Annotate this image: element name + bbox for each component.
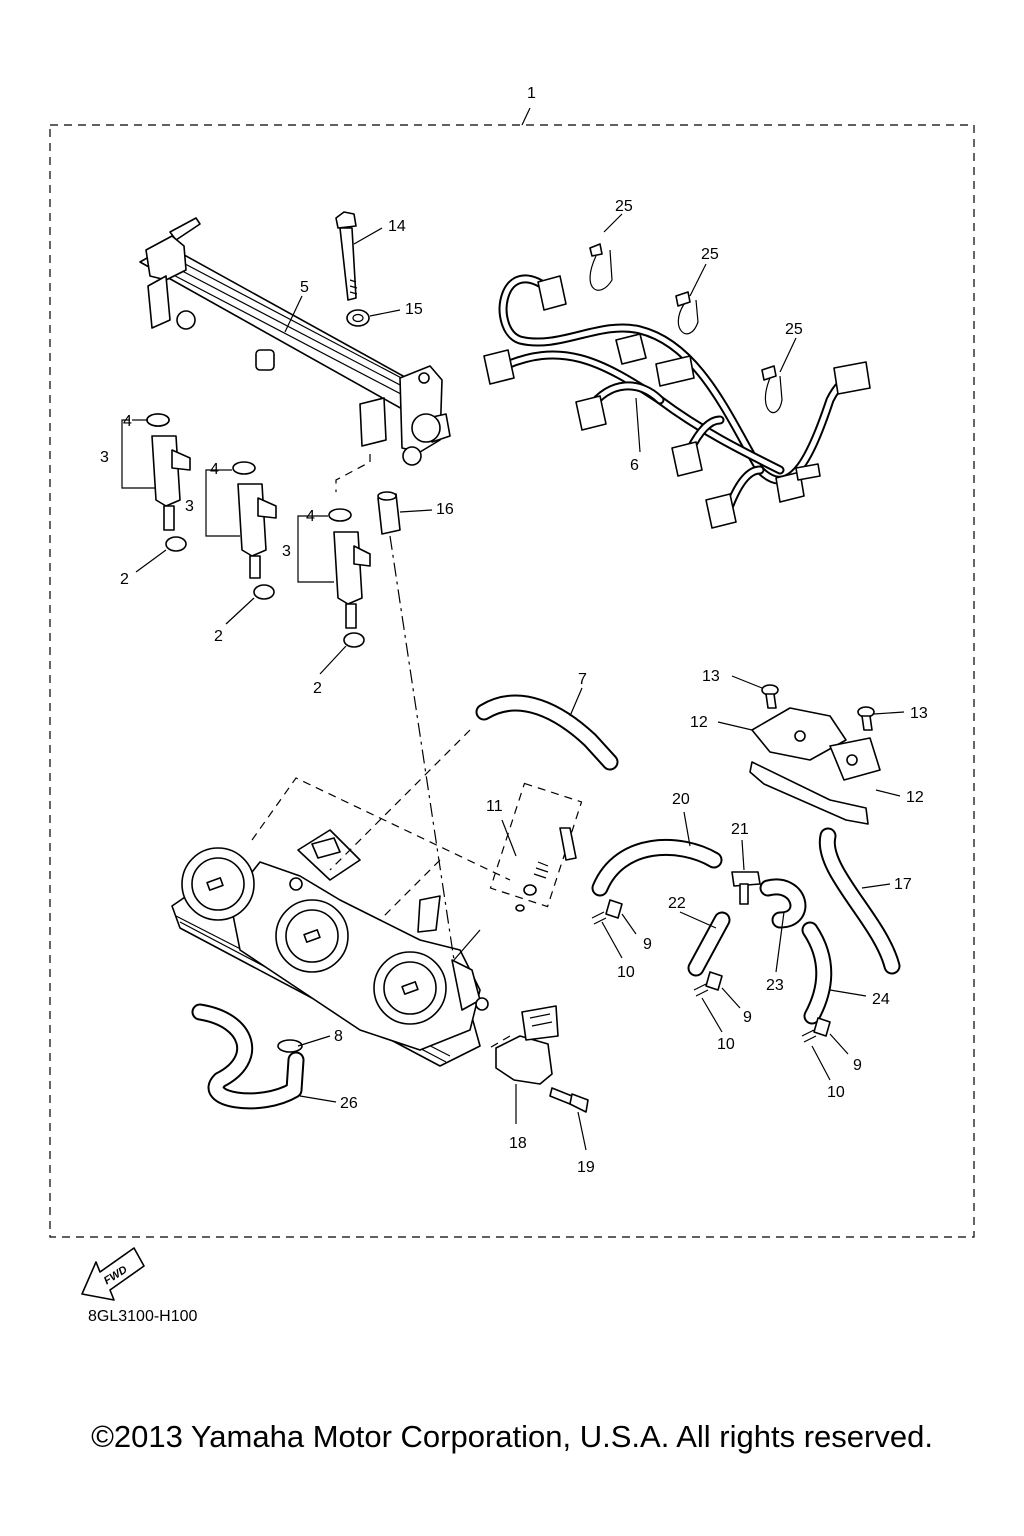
- callout-10b: 10: [717, 1036, 735, 1053]
- callout-7: 7: [578, 671, 587, 688]
- callout-4a: 4: [123, 413, 132, 430]
- bracket-12[interactable]: [749, 707, 881, 825]
- callout-13b: 13: [910, 705, 928, 722]
- washer-15[interactable]: [346, 309, 370, 327]
- callout-12b: 12: [906, 789, 924, 806]
- hose-17[interactable]: [818, 827, 901, 975]
- callout-25c: 25: [785, 321, 803, 338]
- clip-25c[interactable]: [761, 365, 783, 414]
- hose-7[interactable]: [475, 694, 619, 771]
- callout-10a: 10: [617, 964, 635, 981]
- seal-2c[interactable]: [343, 632, 365, 648]
- callout-3a: 3: [100, 449, 109, 466]
- callout-14: 14: [388, 218, 406, 235]
- callout-3b: 3: [185, 498, 194, 515]
- sensor-18[interactable]: [495, 1005, 559, 1085]
- callout-12a: 12: [690, 714, 708, 731]
- fwd-arrow-icon: FWD: [81, 1247, 145, 1301]
- fuel-rail[interactable]: [139, 217, 451, 466]
- injector-b[interactable]: [232, 461, 277, 579]
- callout-10c: 10: [827, 1084, 845, 1101]
- callout-15: 15: [405, 301, 423, 318]
- leader-lines: [132, 213, 905, 1151]
- injector-a[interactable]: [146, 413, 191, 531]
- callout-21: 21: [731, 821, 749, 838]
- callout-26: 26: [340, 1095, 358, 1112]
- callout-9b: 9: [743, 1009, 752, 1026]
- callout-4b: 4: [210, 461, 219, 478]
- callout-6: 6: [630, 457, 639, 474]
- wire-harness[interactable]: [483, 274, 871, 529]
- callout-16: 16: [436, 501, 454, 518]
- hose-23[interactable]: [759, 878, 807, 929]
- callout-18: 18: [509, 1135, 527, 1152]
- callout-20: 20: [672, 791, 690, 808]
- callout-1: 1: [527, 85, 536, 102]
- clip-10a[interactable]: [591, 911, 607, 925]
- hose-22[interactable]: [687, 911, 731, 977]
- callout-2c: 2: [313, 680, 322, 697]
- seal-2b[interactable]: [253, 584, 275, 600]
- hose-26[interactable]: [191, 1003, 305, 1110]
- callout-2a: 2: [120, 571, 129, 588]
- joint-21[interactable]: [731, 871, 761, 905]
- cap-9c[interactable]: [813, 1017, 831, 1037]
- callout-9c: 9: [853, 1057, 862, 1074]
- hose-20[interactable]: [591, 838, 723, 897]
- bolt-13b[interactable]: [857, 706, 875, 731]
- callout-17: 17: [894, 876, 912, 893]
- callout-9a: 9: [643, 936, 652, 953]
- callout-19: 19: [577, 1159, 595, 1176]
- assembly-boundary: [49, 124, 975, 1238]
- cap-9b[interactable]: [705, 971, 723, 991]
- callout-23: 23: [766, 977, 784, 994]
- hose-24[interactable]: [801, 921, 833, 1025]
- clamp-8[interactable]: [277, 1039, 303, 1053]
- callout-22: 22: [668, 895, 686, 912]
- throttle-body[interactable]: [171, 829, 489, 1067]
- clip-10c[interactable]: [801, 1029, 817, 1043]
- callout-8: 8: [334, 1028, 343, 1045]
- callout-labels: 1 14 25 25 25 5 15 4 3 6 4 3 16 4 3 2 2 …: [100, 85, 928, 1176]
- bolt-14[interactable]: [335, 211, 358, 301]
- screw-set-11[interactable]: [515, 827, 577, 912]
- callout-13a: 13: [702, 668, 720, 685]
- clip-10b[interactable]: [693, 983, 709, 997]
- collar-16[interactable]: [377, 491, 401, 535]
- clip-25a[interactable]: [589, 243, 613, 291]
- callout-24: 24: [872, 991, 890, 1008]
- diagram-code: 8GL3100-H100: [88, 1308, 198, 1325]
- clip-25b[interactable]: [675, 291, 699, 335]
- callout-25a: 25: [615, 198, 633, 215]
- callout-3c: 3: [282, 543, 291, 560]
- injector-c[interactable]: [328, 508, 371, 629]
- callout-4c: 4: [306, 508, 315, 525]
- seal-2a[interactable]: [165, 536, 187, 552]
- bolt-13a[interactable]: [761, 684, 779, 709]
- callout-11: 11: [486, 798, 503, 815]
- copyright-notice: ©2013 Yamaha Motor Corporation, U.S.A. A…: [91, 1419, 933, 1454]
- o-ring-a[interactable]: [146, 413, 170, 427]
- bolt-19[interactable]: [549, 1087, 589, 1113]
- callout-2b: 2: [214, 628, 223, 645]
- cap-9a[interactable]: [605, 899, 623, 919]
- callout-25b: 25: [701, 246, 719, 263]
- callout-5: 5: [300, 279, 309, 296]
